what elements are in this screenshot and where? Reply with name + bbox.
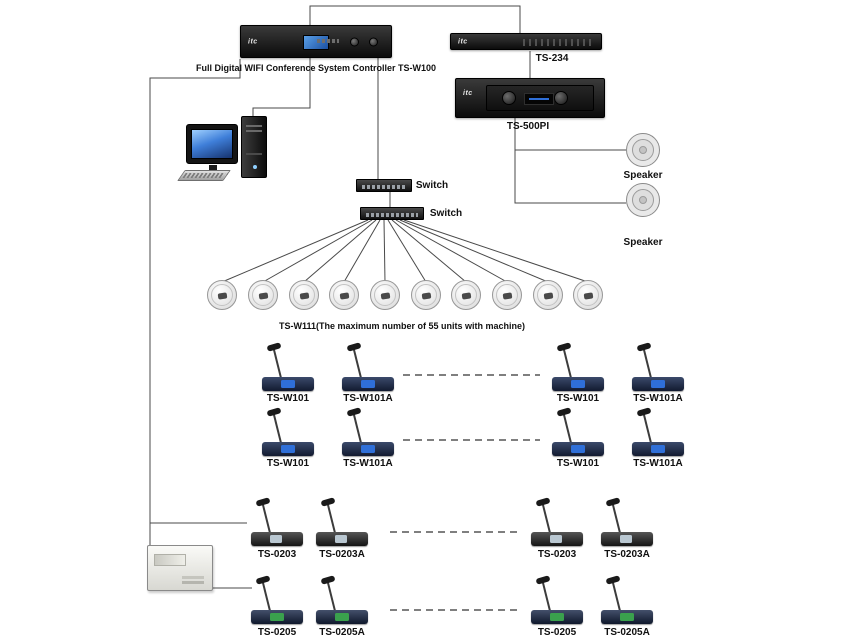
mic-ts-0205a xyxy=(316,578,368,624)
mic-ts-w101 xyxy=(262,345,314,391)
keyboard xyxy=(177,170,231,181)
computer-tower xyxy=(241,116,267,178)
mic-label: TS-W101 xyxy=(266,393,310,404)
mic-ts-w101 xyxy=(262,410,314,456)
mic-base xyxy=(601,610,653,624)
mic-base xyxy=(342,442,394,456)
ceiling-speaker xyxy=(626,183,660,217)
controller-ts-w100: itc xyxy=(240,25,392,58)
mic-base xyxy=(552,442,604,456)
wifi-units-caption: TS-W111(The maximum number of 55 units w… xyxy=(278,321,526,331)
computer-monitor xyxy=(186,124,238,175)
ceiling-speaker xyxy=(626,133,660,167)
mic-ts-0203a xyxy=(316,500,368,546)
mic-ts-0203a xyxy=(601,500,653,546)
mic-ts-0205 xyxy=(251,578,303,624)
wifi-unit-ts-w111 xyxy=(329,280,359,310)
amplifier-ts-500pi: itc xyxy=(455,78,605,118)
network-switch-2 xyxy=(360,207,424,220)
switch1-label: Switch xyxy=(415,180,449,191)
mic-ts-0205 xyxy=(531,578,583,624)
monitor-stand xyxy=(209,165,217,172)
mic-label: TS-0203A xyxy=(604,549,650,560)
mic-base xyxy=(251,610,303,624)
ts234-label: TS-234 xyxy=(535,53,569,64)
device-ts-234: itc xyxy=(450,33,602,50)
wifi-unit-ts-w111 xyxy=(248,280,278,310)
itc-logo: itc xyxy=(458,38,468,45)
mic-ts-0203 xyxy=(251,500,303,546)
itc-logo: itc xyxy=(248,38,258,45)
mic-label: TS-W101A xyxy=(633,458,683,469)
controller-buttons xyxy=(317,39,339,43)
wifi-unit-ts-w111 xyxy=(411,280,441,310)
mic-base xyxy=(316,610,368,624)
amp-display xyxy=(524,93,554,105)
mic-ts-0203 xyxy=(531,500,583,546)
mic-ts-w101 xyxy=(552,410,604,456)
wifi-unit-ts-w111 xyxy=(451,280,481,310)
mic-base xyxy=(531,532,583,546)
mic-label: TS-0203 xyxy=(257,549,297,560)
wifi-unit-ts-w111 xyxy=(573,280,603,310)
mic-ts-w101a xyxy=(342,345,394,391)
mic-ts-w101 xyxy=(552,345,604,391)
mic-label: TS-W101A xyxy=(633,393,683,404)
controller-knob xyxy=(350,37,359,46)
controller-knob xyxy=(369,37,378,46)
switch2-label: Switch xyxy=(429,208,463,219)
mic-base xyxy=(342,377,394,391)
mic-ts-w101a xyxy=(632,345,684,391)
power-extension-box xyxy=(147,545,213,591)
mic-label: TS-W101 xyxy=(266,458,310,469)
speaker-label: Speaker xyxy=(623,170,663,181)
network-switch-1 xyxy=(356,179,412,192)
controller-label: Full Digital WIFI Conference System Cont… xyxy=(195,63,437,73)
wifi-unit-ts-w111 xyxy=(289,280,319,310)
mic-base xyxy=(262,442,314,456)
mic-ts-w101a xyxy=(342,410,394,456)
mic-label: TS-0205 xyxy=(537,627,577,638)
speaker-label: Speaker xyxy=(623,237,663,248)
mic-base xyxy=(316,532,368,546)
wifi-unit-ts-w111 xyxy=(370,280,400,310)
ts500pi-label: TS-500PI xyxy=(506,121,550,132)
mic-ts-w101a xyxy=(632,410,684,456)
mic-label: TS-W101A xyxy=(343,393,393,404)
mic-base xyxy=(601,532,653,546)
mic-label: TS-0205 xyxy=(257,627,297,638)
itc-logo: itc xyxy=(463,90,473,97)
mic-base xyxy=(632,442,684,456)
mic-base xyxy=(251,532,303,546)
mic-label: TS-W101 xyxy=(556,458,600,469)
mic-base xyxy=(531,610,583,624)
mic-label: TS-0205A xyxy=(319,627,365,638)
wifi-unit-ts-w111 xyxy=(492,280,522,310)
amp-knob xyxy=(502,91,516,105)
mic-label: TS-0203 xyxy=(537,549,577,560)
mic-label: TS-W101A xyxy=(343,458,393,469)
mic-label: TS-W101 xyxy=(556,393,600,404)
wifi-unit-ts-w111 xyxy=(533,280,563,310)
mic-label: TS-0203A xyxy=(319,549,365,560)
mic-base xyxy=(262,377,314,391)
amp-knob xyxy=(554,91,568,105)
mic-base xyxy=(632,377,684,391)
front-panel-detail xyxy=(523,39,593,46)
mic-ts-0205a xyxy=(601,578,653,624)
wifi-unit-ts-w111 xyxy=(207,280,237,310)
monitor-screen xyxy=(191,129,233,159)
mic-label: TS-0205A xyxy=(604,627,650,638)
mic-base xyxy=(552,377,604,391)
